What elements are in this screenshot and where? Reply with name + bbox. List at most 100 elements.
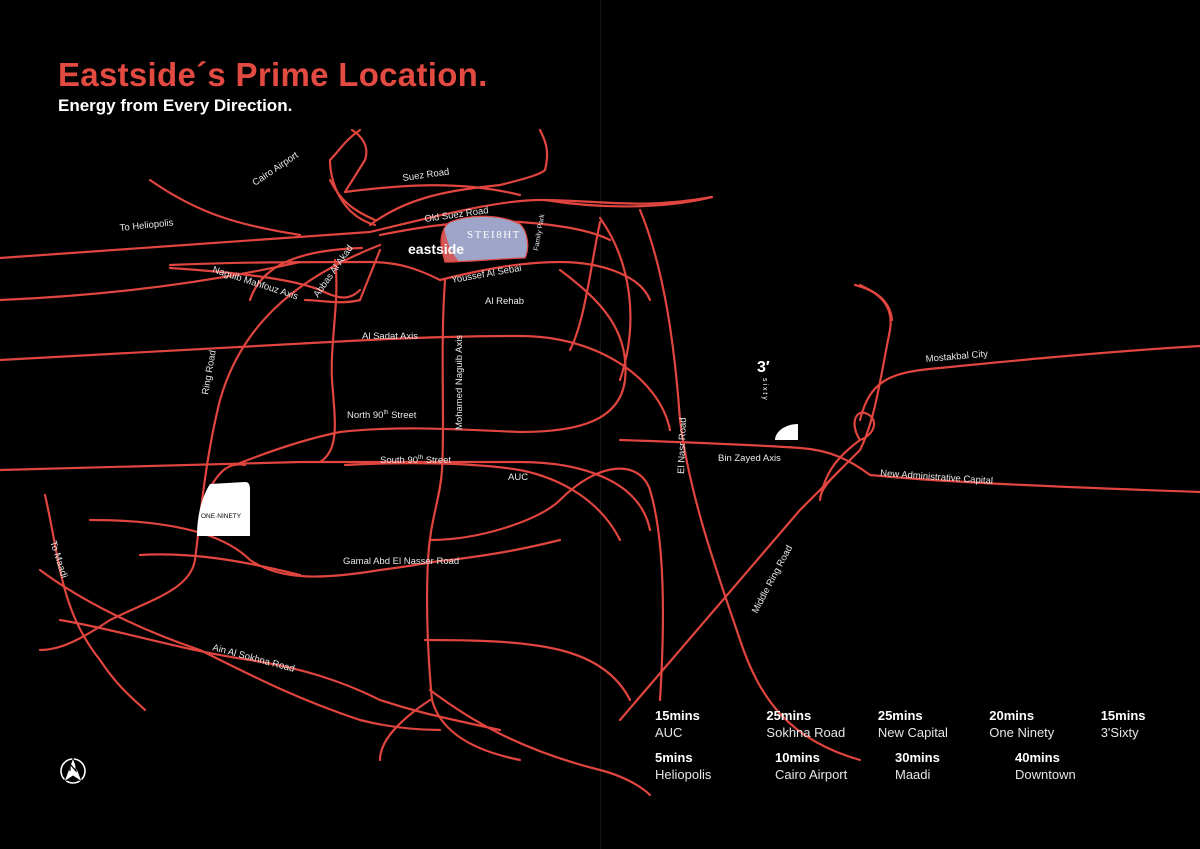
- travel-time-place: Downtown: [1015, 767, 1076, 782]
- road-mostakbal-loop: [853, 411, 876, 442]
- travel-time-item: 30mins Maadi: [895, 750, 1015, 784]
- road-east-loop2: [568, 220, 602, 352]
- three-sixty-sub: s i x t y: [761, 378, 768, 400]
- travel-time-item: 25mins New Capital: [878, 708, 989, 742]
- road-north-arc2: [328, 128, 377, 227]
- travel-time-item: 10mins Cairo Airport: [775, 750, 895, 784]
- road-gamal-left: [138, 553, 302, 577]
- travel-time-item: 15mins 3'Sixty: [1101, 708, 1175, 742]
- road-middle-ring: [618, 283, 892, 722]
- travel-time-value: 5mins: [655, 750, 693, 765]
- road-network: [0, 128, 1200, 797]
- road-lower-center: [423, 638, 632, 702]
- label-middle-ring-road: Middle Ring Road: [750, 544, 795, 616]
- label-auc: AUC: [508, 472, 528, 483]
- road-to-maadi: [43, 493, 147, 712]
- eastside-logo[interactable]: eastside: [408, 241, 464, 257]
- travel-time-value: 25mins: [877, 708, 923, 723]
- road-south-90th-left: [208, 463, 247, 490]
- label-to-heliopolis: To Heliopolis: [119, 217, 174, 234]
- road-lower-right: [428, 688, 652, 797]
- road-to-heliopolis: [0, 195, 714, 260]
- three-sixty-logo: 3′: [757, 359, 770, 376]
- road-auc-upper: [343, 462, 622, 542]
- travel-time-place: Sokhna Road: [766, 725, 846, 740]
- road-ring-inner: [248, 246, 364, 302]
- travel-time-value: 40mins: [1015, 750, 1060, 765]
- road-auc-curve: [428, 467, 665, 702]
- road-old-suez: [378, 220, 612, 242]
- road-lower-left: [378, 698, 432, 762]
- road-airport-north: [328, 178, 377, 222]
- travel-time-item: 40mins Downtown: [1015, 750, 1135, 784]
- travel-time-place: AUC: [655, 725, 683, 740]
- travel-time-place: One Ninety: [989, 725, 1055, 740]
- travel-time-item: 5mins Heliopolis: [655, 750, 775, 784]
- road-airport-loop: [343, 128, 368, 194]
- travel-times-row: 15mins AUC 25mins Sokhna Road 25mins New…: [655, 708, 1175, 742]
- label-suez-road: Suez Road: [402, 167, 450, 184]
- road-gamal-abd-el-nasser: [88, 518, 562, 578]
- page-fold: [600, 0, 601, 849]
- road-youssef-al-sebai: [438, 260, 652, 302]
- travel-time-place: 3'Sixty: [1100, 725, 1139, 740]
- label-youssef-al-sebai: Youssef Al Sebai: [451, 263, 523, 286]
- travel-times-table: 15mins AUC 25mins Sokhna Road 25mins New…: [655, 708, 1175, 792]
- road-east-loop: [598, 216, 632, 382]
- label-mohamed-naguib-axis: Mohamed Naguib Axis: [454, 335, 465, 430]
- north-arrow-icon: [60, 756, 86, 784]
- road-al-sadat: [0, 334, 672, 432]
- steight-marker[interactable]: STEI8HT: [440, 215, 529, 263]
- label-mostakbal-city: Mostakbal City: [925, 349, 988, 365]
- road-ain-al-sokhna-2: [58, 618, 502, 732]
- road-east-north: [853, 283, 894, 322]
- travel-time-item: 25mins Sokhna Road: [766, 708, 877, 742]
- road-ain-al-sokhna: [38, 568, 442, 732]
- road-upper-heliopolis: [0, 260, 302, 302]
- label-ring-road: Ring Road: [200, 349, 219, 395]
- travel-time-value: 25mins: [766, 708, 812, 723]
- road-cairo-airport: [148, 178, 302, 237]
- travel-time-item: 20mins One Ninety: [989, 708, 1100, 742]
- road-middle-ring-2: [818, 438, 862, 502]
- three-sixty-marker[interactable]: 3′ s i x t y: [757, 359, 798, 440]
- road-ring: [38, 243, 382, 652]
- one-ninety-marker[interactable]: ONE·NINETY: [197, 482, 250, 536]
- page-title: Eastside´s Prime Location.: [58, 56, 488, 93]
- label-south-90th: South 90th Street: [380, 455, 451, 466]
- travel-time-place: Heliopolis: [655, 767, 712, 782]
- label-ain-al-sokhna-road: Ain Al Sokhna Road: [211, 642, 295, 674]
- label-north-90th: North 90th Street: [347, 410, 417, 421]
- steight-logo: STEI8HT: [467, 229, 521, 241]
- road-north-arc: [368, 128, 549, 227]
- travel-time-value: 10mins: [775, 750, 820, 765]
- travel-time-item: 15mins AUC: [655, 708, 766, 742]
- road-mostakbal: [858, 344, 1200, 422]
- travel-time-value: 30mins: [895, 750, 940, 765]
- one-ninety-label: ONE·NINETY: [201, 513, 242, 520]
- label-el-nasr-road: El Nasr Road: [676, 417, 689, 474]
- label-al-sadat-axis: Al Sadat Axis: [362, 331, 418, 342]
- travel-time-value: 15mins: [1100, 708, 1146, 723]
- travel-time-place: Maadi: [895, 767, 931, 782]
- road-suez: [343, 184, 522, 197]
- road-abbas-al-akad: [303, 248, 382, 304]
- road-suez-east: [543, 195, 714, 208]
- travel-time-place: New Capital: [877, 725, 948, 740]
- page-subtitle: Energy from Every Direction.: [58, 96, 293, 115]
- road-vertical-left: [318, 258, 338, 464]
- travel-time-place: Cairo Airport: [775, 767, 848, 782]
- label-al-rehab: Al Rehab: [485, 296, 524, 307]
- road-el-nasr: [638, 208, 862, 762]
- travel-time-value: 20mins: [989, 708, 1035, 723]
- road-naguib-mahfouz: [168, 266, 362, 299]
- label-bin-zayed-axis: Bin Zayed Axis: [718, 453, 781, 464]
- road-north-90th: [233, 268, 627, 467]
- label-to-maadi: To Maadi: [47, 540, 69, 580]
- label-naguib-mahfouz-axis: Naguib Mahfouz Axis: [211, 264, 300, 302]
- label-cairo-airport: Cairo Airport: [251, 150, 301, 189]
- label-new-administrative-capital: New Administrative Capital: [880, 468, 993, 487]
- label-gamal-abd-el-nasser-road: Gamal Abd El Nasser Road: [343, 556, 459, 567]
- label-family-park: Family Park: [533, 213, 546, 251]
